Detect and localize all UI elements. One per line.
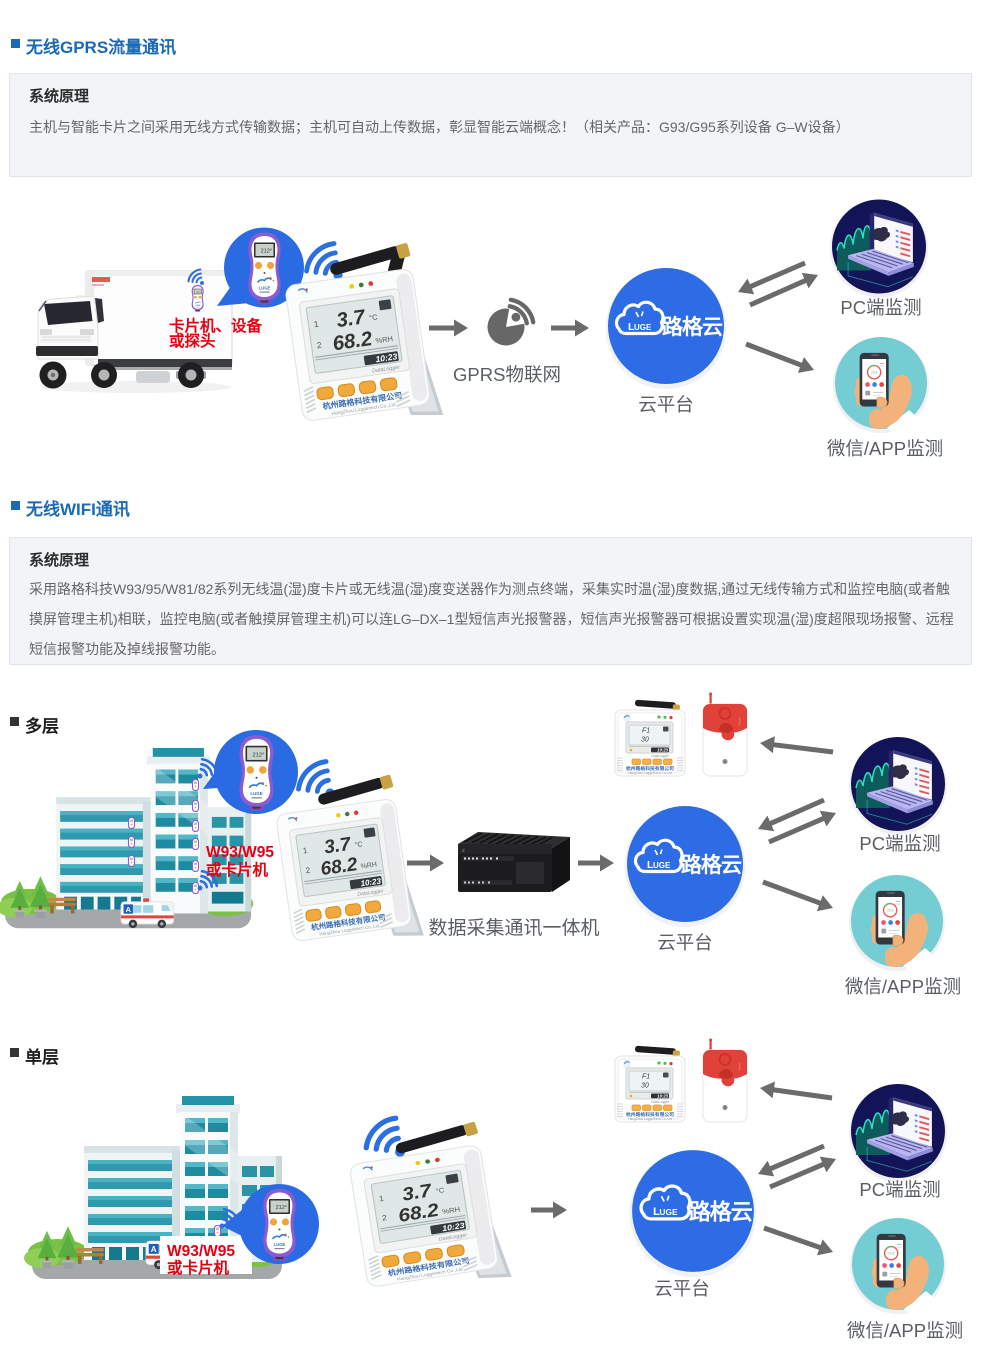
svg-text:数据采集通讯一体机: 数据采集通讯一体机 bbox=[428, 917, 599, 939]
svg-text:W93/W95: W93/W95 bbox=[167, 1243, 235, 1260]
svg-text:云平台: 云平台 bbox=[654, 1278, 710, 1299]
svg-text:微信/APP监测: 微信/APP监测 bbox=[827, 438, 943, 459]
svg-text:PC端监测: PC端监测 bbox=[859, 1179, 940, 1200]
svg-text:微信/APP监测: 微信/APP监测 bbox=[845, 976, 961, 997]
svg-text:卡片机、设备: 卡片机、设备 bbox=[169, 316, 263, 335]
svg-text:云平台: 云平台 bbox=[657, 932, 713, 953]
svg-text:微信/APP监测: 微信/APP监测 bbox=[847, 1320, 963, 1341]
svg-text:或探头: 或探头 bbox=[169, 331, 216, 350]
svg-text:W93/W95: W93/W95 bbox=[206, 844, 274, 861]
svg-text:或卡片机: 或卡片机 bbox=[167, 1258, 230, 1277]
svg-text:或卡片机: 或卡片机 bbox=[206, 860, 269, 879]
svg-text:云平台: 云平台 bbox=[638, 394, 694, 415]
svg-text:PC端监测: PC端监测 bbox=[840, 297, 921, 318]
svg-text:GPRS物联网: GPRS物联网 bbox=[453, 364, 561, 385]
svg-text:PC端监测: PC端监测 bbox=[859, 833, 940, 854]
